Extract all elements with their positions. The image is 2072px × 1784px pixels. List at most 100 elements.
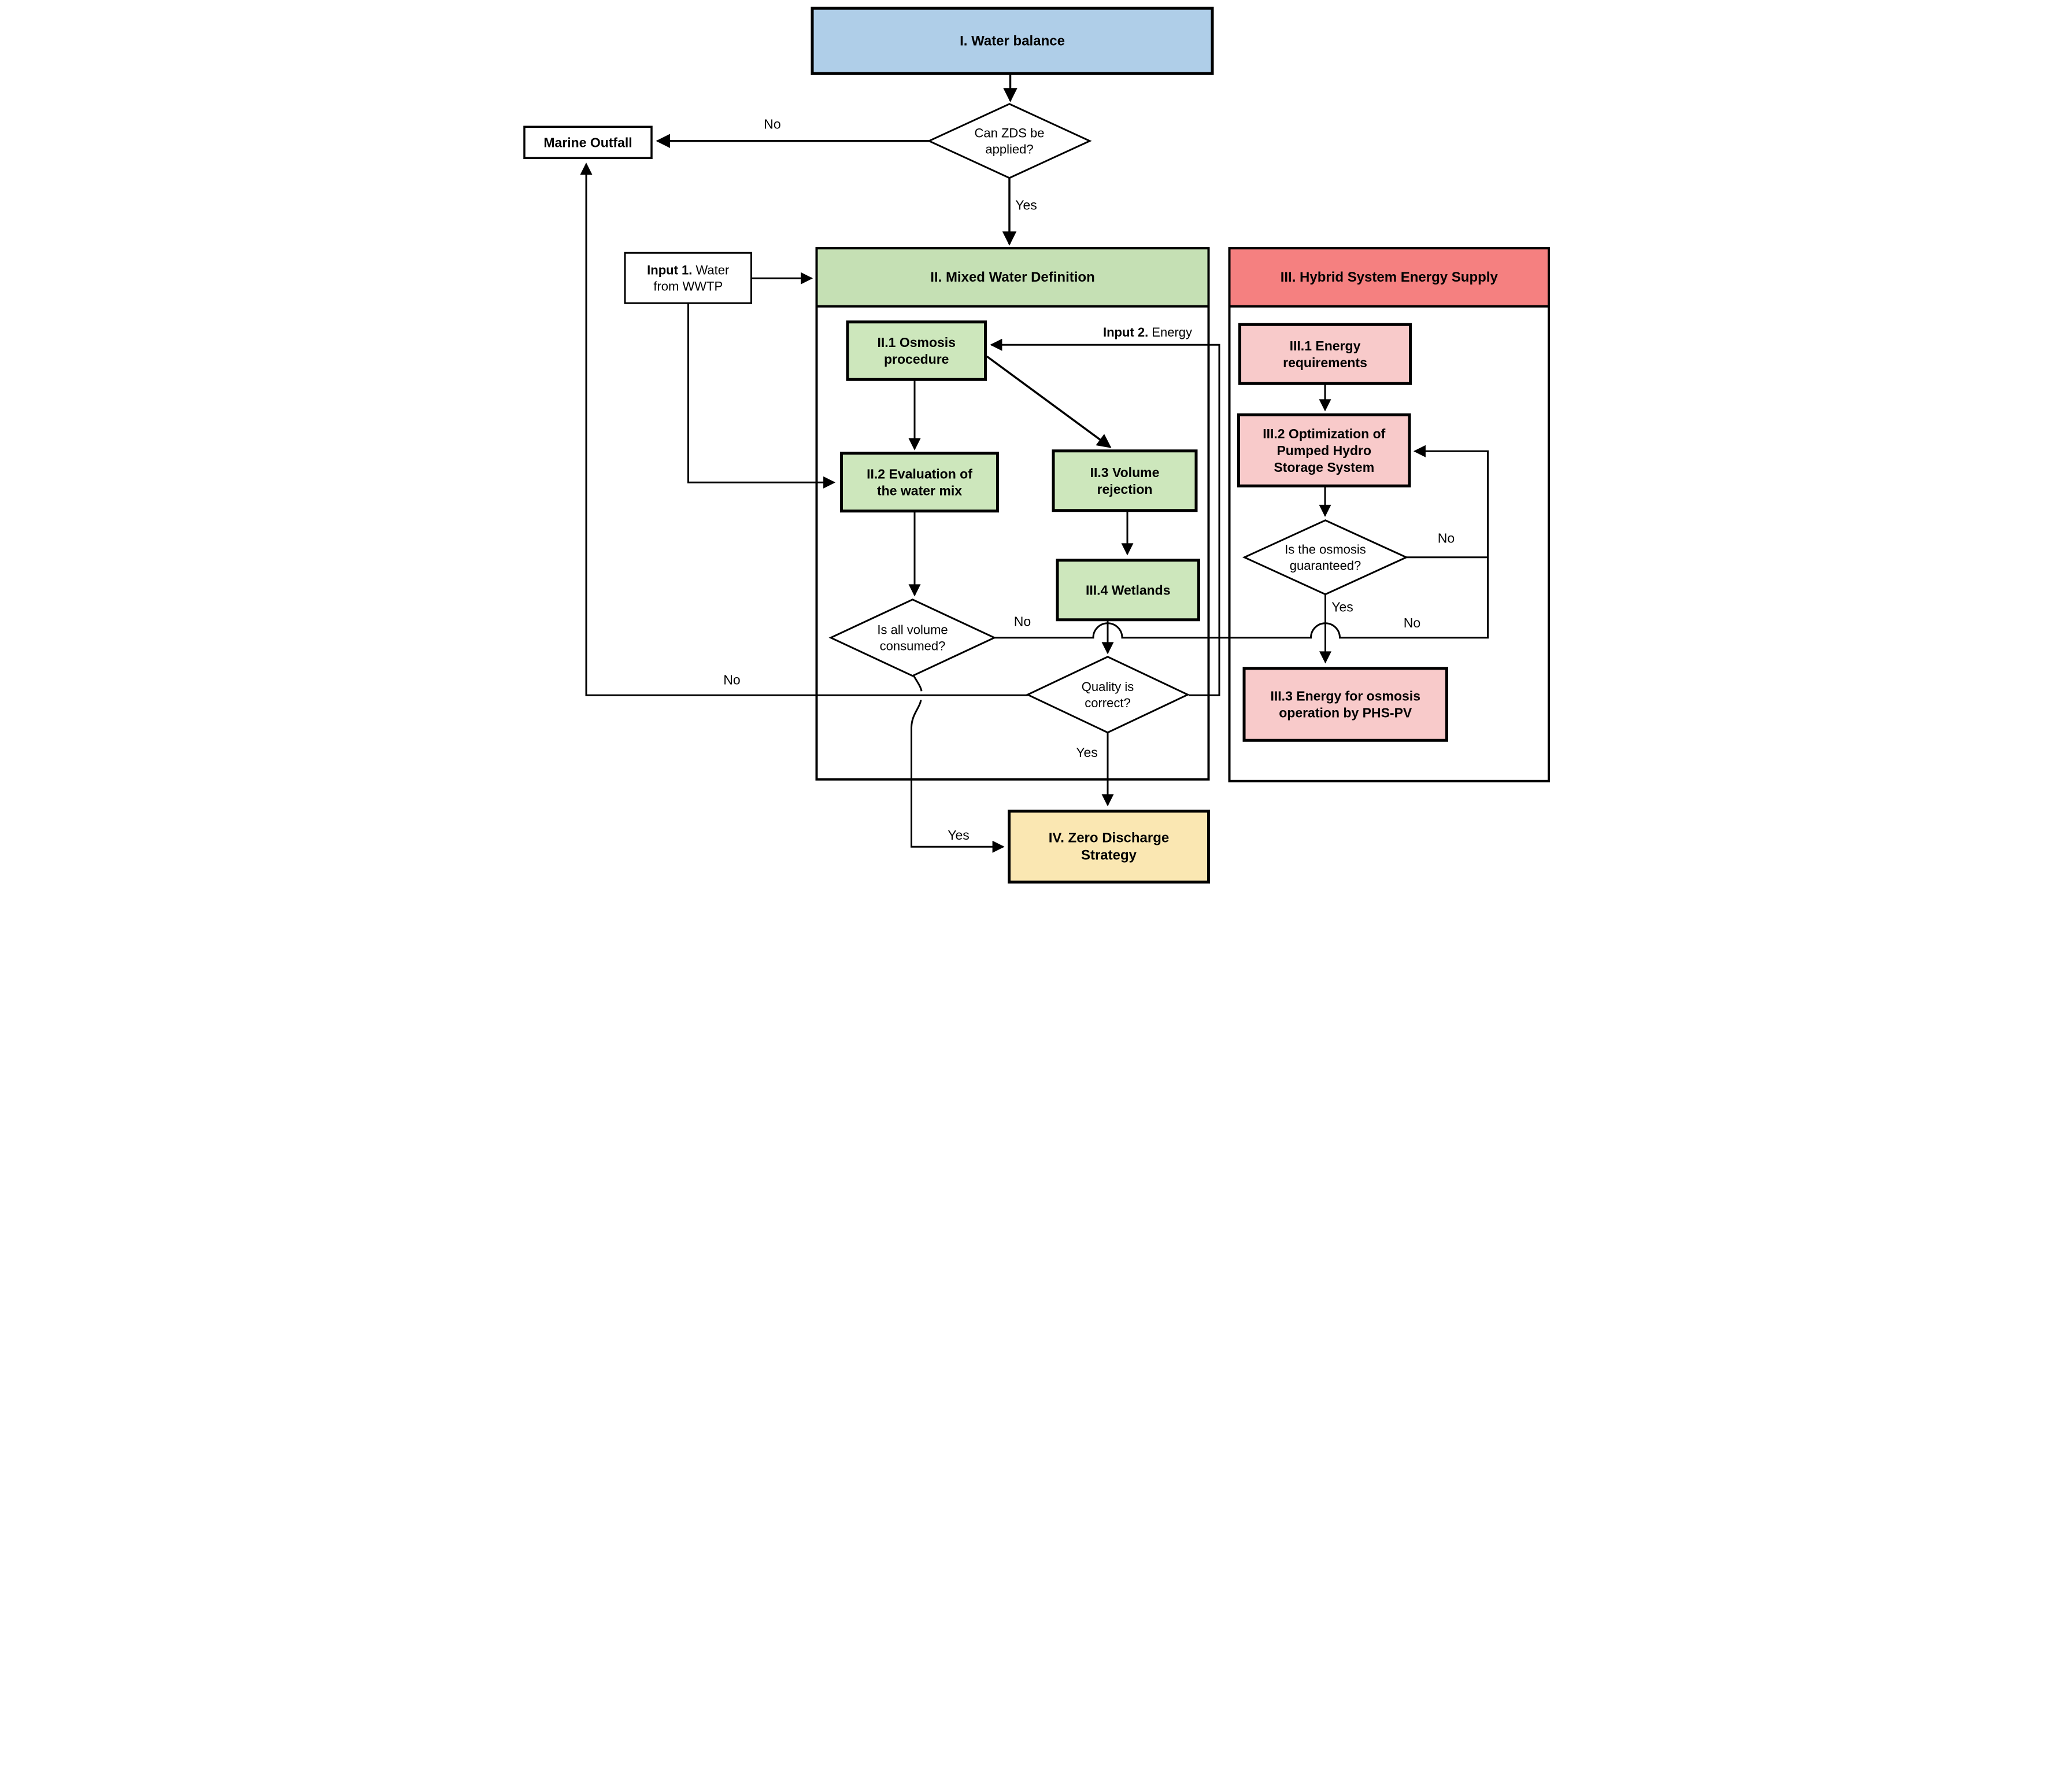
label-yes-zds: Yes: [1015, 197, 1037, 212]
box-optimization-pumped-hydro: [1237, 413, 1411, 487]
box-marine-outfall-label-line: Marine Outfall: [543, 135, 632, 150]
label-yes-osmosis-guaranteed: Yes: [1331, 599, 1353, 614]
edge-input2-energy-line: [990, 338, 1220, 696]
box-marine-outfall-group: Marine Outfall: [523, 125, 653, 159]
label-input-2-energy-line: Input 2.: [1103, 325, 1148, 339]
box-marine-outfall-label: Marine Outfall: [543, 135, 632, 150]
box-evaluation-of-water-mix: [840, 452, 999, 513]
section-hybrid-system-energy-supply-title: III. Hybrid System Energy Supply: [1281, 269, 1498, 285]
box-marine-outfall: [523, 125, 653, 159]
box-evaluation-of-water-mix-label-line: the water mix: [877, 483, 962, 498]
box-water-balance-label-line: I. Water balance: [960, 33, 1065, 49]
box-input-1-water-from-wwtp: [624, 252, 752, 304]
label-yes-osmosis-guaranteed-line: Yes: [1331, 599, 1353, 614]
box-energy-for-osmosis: [1242, 667, 1448, 742]
diamond-quality-is-correct: [1025, 656, 1190, 734]
label-no-quality-line: No: [723, 672, 740, 687]
diamond-is-osmosis-guaranteed-label: Is the osmosis guaranteed?: [1285, 542, 1366, 572]
box-optimization-pumped-hydro-label-line: Storage System: [1274, 460, 1374, 475]
diamond-quality-is-correct-label-line: correct?: [1085, 696, 1130, 710]
label-yes-volume-bottom-line: Yes: [948, 828, 970, 843]
box-energy-for-osmosis-group: III.3 Energy for osmosis operation by PHS…: [1242, 667, 1448, 742]
section-hybrid-system-energy-supply-title-line: III. Hybrid System Energy Supply: [1281, 269, 1498, 285]
section-mixed-water-definition-title-line: II. Mixed Water Definition: [930, 269, 1094, 285]
edge-osmosis-to-volume-rejection: [986, 355, 1112, 448]
box-water-balance-label: I. Water balance: [960, 33, 1065, 49]
diamond-quality-is-correct-label: Quality is correct?: [1082, 679, 1134, 710]
diamond-can-zds-be-applied: [927, 103, 1092, 179]
label-yes-quality: Yes: [1076, 745, 1098, 760]
box-evaluation-of-water-mix-group: II.2 Evaluation of the water mix: [840, 452, 999, 513]
box-water-balance: [811, 6, 1214, 75]
diamond-is-all-volume-consumed-label-line: Is all volume: [877, 622, 948, 637]
edge-volume-yes-curve: [913, 675, 923, 692]
box-zero-discharge-strategy: [1008, 810, 1210, 884]
box-optimization-pumped-hydro-label-line: Pumped Hydro: [1276, 443, 1371, 458]
label-yes-volume-bottom: Yes: [948, 828, 970, 843]
flowchart-stage: II. Mixed Water Definition III. Hybrid Sy…: [518, 0, 1554, 892]
box-evaluation-of-water-mix-label-line: II.2 Evaluation of: [867, 466, 972, 481]
box-zero-discharge-strategy-label-line: Strategy: [1081, 848, 1137, 863]
diamond-is-osmosis-guaranteed-group: Is the osmosis guaranteed?: [1242, 519, 1409, 596]
box-energy-requirements-label-line: III.1 Energy: [1290, 338, 1361, 353]
box-energy-requirements-label: III.1 Energy requirements: [1283, 338, 1367, 370]
box-osmosis-procedure-label-line: procedure: [884, 352, 949, 367]
label-no-volume-right: No: [1404, 615, 1420, 630]
edge-volume-no-loop: [994, 445, 1489, 639]
box-volume-rejection-label-line: II.3 Volume: [1090, 465, 1160, 480]
box-energy-requirements-group: III.1 Energy requirements: [1238, 323, 1412, 385]
box-osmosis-procedure: [846, 320, 987, 381]
edge-volume-yes-to-zds-strategy: [911, 699, 1005, 853]
section-mixed-water-definition-title: II. Mixed Water Definition: [930, 269, 1094, 285]
box-energy-for-osmosis-label: III.3 Energy for osmosis operation by PHS…: [1271, 689, 1420, 721]
label-input-2-energy-line: Energy: [1148, 325, 1192, 339]
box-wetlands: [1056, 559, 1200, 622]
diamond-quality-is-correct-group: Quality is correct?: [1025, 656, 1190, 734]
box-wetlands-label-line: III.4 Wetlands: [1086, 582, 1171, 597]
box-input-1-water-from-wwtp-label-line: from WWTP: [653, 279, 723, 293]
flowchart: II. Mixed Water Definition III. Hybrid Sy…: [523, 6, 1550, 884]
box-zero-discharge-strategy-label-line: IV. Zero Discharge: [1049, 830, 1170, 846]
label-no-zds: No: [764, 116, 780, 131]
box-input-1-water-from-wwtp-label: Input 1. Water from WWTP: [647, 263, 729, 293]
box-input-1-water-from-wwtp-group: Input 1. Water from WWTP: [624, 252, 752, 304]
label-no-zds-line: No: [764, 116, 780, 131]
diamond-is-all-volume-consumed-label-line: consumed?: [880, 638, 946, 653]
box-energy-for-osmosis-label-line: III.3 Energy for osmosis: [1271, 689, 1420, 704]
label-yes-quality-line: Yes: [1076, 745, 1098, 760]
box-energy-for-osmosis-label-line: operation by PHS-PV: [1279, 706, 1412, 721]
label-yes-zds-line: Yes: [1015, 197, 1037, 212]
label-no-volume-consumed-line: No: [1014, 614, 1031, 629]
section-mixed-water-definition-header: [815, 247, 1210, 308]
diamond-is-osmosis-guaranteed-label-line: Is the osmosis: [1285, 542, 1366, 556]
edge-quality-no-to-marine: [580, 162, 1028, 696]
box-input-1-water-from-wwtp-label-line: Water: [692, 263, 729, 277]
box-water-balance-group: I. Water balance: [811, 6, 1214, 75]
label-no-osmosis-guaranteed: No: [1438, 530, 1455, 545]
section-hybrid-system-energy-supply-header: [1228, 247, 1550, 308]
diamond-is-all-volume-consumed: [828, 599, 997, 677]
box-input-1-water-from-wwtp-label-line: Input 1.: [647, 263, 692, 277]
box-volume-rejection: [1052, 449, 1198, 512]
edge-input1-to-evaluation: [687, 303, 836, 489]
box-energy-requirements-label-line: requirements: [1283, 355, 1367, 370]
diamond-can-zds-be-applied-label-line: Can ZDS be: [974, 125, 1044, 140]
diamond-is-osmosis-guaranteed-label-line: guaranteed?: [1290, 558, 1361, 572]
box-evaluation-of-water-mix-label: II.2 Evaluation of the water mix: [867, 466, 972, 498]
label-no-volume-consumed: No: [1014, 614, 1031, 629]
label-no-osmosis-guaranteed-line: No: [1438, 530, 1455, 545]
label-input-2-energy: Input 2. Energy: [1103, 325, 1192, 339]
diamond-quality-is-correct-label-line: Quality is: [1082, 679, 1134, 694]
label-no-volume-right-line: No: [1404, 615, 1420, 630]
